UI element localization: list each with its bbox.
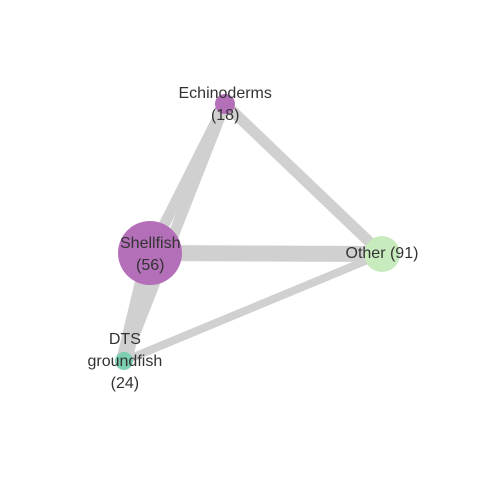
node-label-line: Echinoderms bbox=[178, 85, 272, 102]
node-label-line: groundfish bbox=[87, 353, 163, 370]
edge-echinoderms-other bbox=[221, 100, 386, 258]
node-label-shellfish: Shellfish (56) bbox=[120, 233, 180, 277]
edge-shellfish-other bbox=[149, 245, 383, 262]
node-label-echinoderms: Echinoderms (18) bbox=[179, 83, 272, 127]
node-label-line: (24) bbox=[110, 375, 140, 392]
node-label-line: (56) bbox=[136, 257, 165, 274]
edge-dts-groundfish-other bbox=[122, 250, 384, 365]
node-shellfish bbox=[118, 221, 182, 285]
node-label-line: Other (91) bbox=[345, 245, 419, 262]
node-label-line: Shellfish bbox=[120, 235, 181, 252]
node-dts-groundfish bbox=[115, 352, 133, 370]
node-label-dts-groundfish: DTS groundfish (24) bbox=[88, 329, 163, 395]
node-echinoderms bbox=[215, 94, 235, 114]
node-label-line: DTS bbox=[108, 331, 141, 348]
node-label-line: (18) bbox=[210, 107, 240, 124]
nodes-layer bbox=[115, 94, 400, 370]
node-label-other: Other (91) bbox=[346, 243, 419, 265]
node-other bbox=[364, 236, 400, 272]
